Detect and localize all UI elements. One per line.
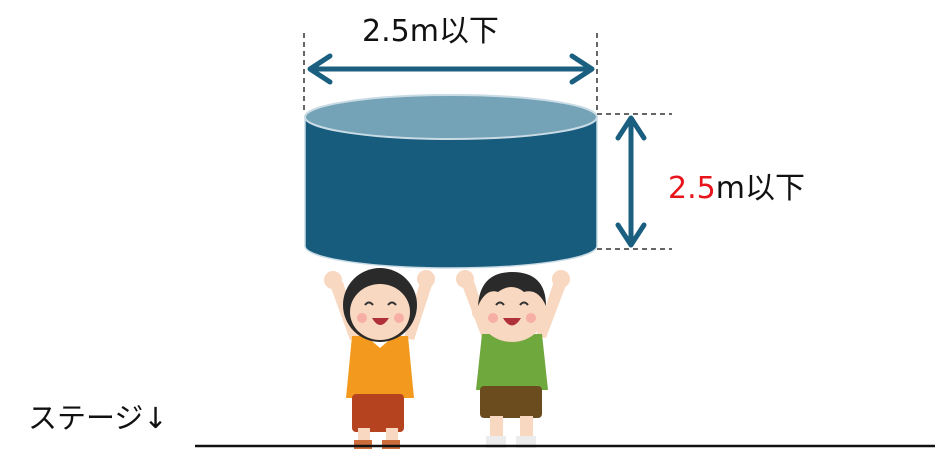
stage-label: ステージ↓ (28, 401, 168, 435)
girl-character (324, 268, 435, 449)
height-label-unit: m以下 (715, 171, 805, 206)
width-label: 2.5m以下 (362, 14, 499, 49)
width-arrow (307, 53, 595, 85)
height-label: 2.5m以下 (668, 163, 805, 207)
boy-character (456, 270, 570, 448)
cylinder-tank (304, 94, 598, 269)
height-label-number: 2.5 (668, 171, 716, 206)
height-arrow (615, 115, 647, 248)
